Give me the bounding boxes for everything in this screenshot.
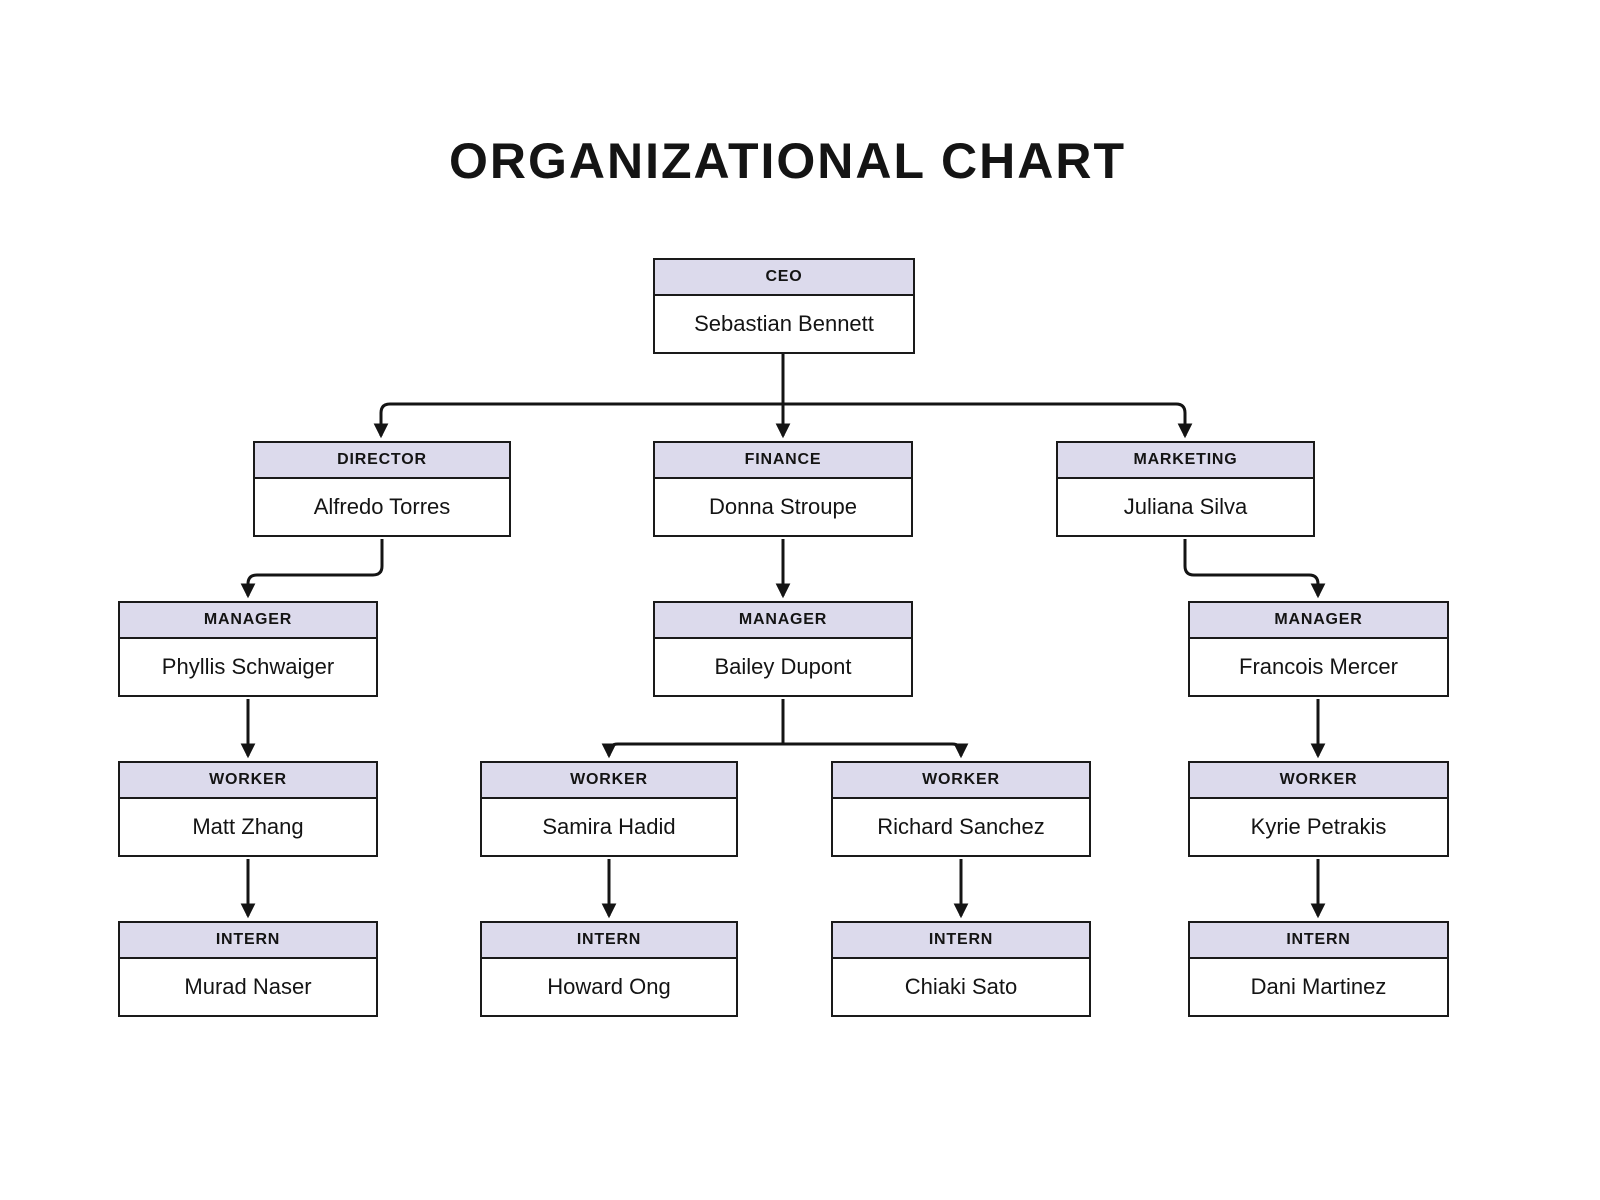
- node-role-header: MANAGER: [655, 603, 911, 639]
- node-person-name: Chiaki Sato: [904, 974, 1018, 999]
- org-node-worker-4: WORKER Kyrie Petrakis: [1188, 761, 1449, 857]
- node-role-header: WORKER: [833, 763, 1089, 799]
- org-node-manager-director-branch: MANAGER Phyllis Schwaiger: [118, 601, 378, 697]
- node-person-name: Sebastian Bennett: [694, 311, 874, 336]
- org-node-intern-2: INTERN Howard Ong: [480, 921, 738, 1017]
- node-person-name: Dani Martinez: [1250, 974, 1387, 999]
- node-role-header: DIRECTOR: [255, 443, 509, 479]
- org-node-worker-2: WORKER Samira Hadid: [480, 761, 738, 857]
- node-person-name: Donna Stroupe: [709, 494, 857, 519]
- org-node-manager-marketing-branch: MANAGER Francois Mercer: [1188, 601, 1449, 697]
- org-node-director: DIRECTOR Alfredo Torres: [253, 441, 511, 537]
- node-person-name: Richard Sanchez: [877, 814, 1045, 839]
- node-role-header: INTERN: [120, 923, 376, 959]
- org-node-intern-4: INTERN Dani Martinez: [1188, 921, 1449, 1017]
- node-role-header: WORKER: [482, 763, 736, 799]
- org-node-worker-3: WORKER Richard Sanchez: [831, 761, 1091, 857]
- node-role-header: INTERN: [482, 923, 736, 959]
- node-person-name: Matt Zhang: [192, 814, 304, 839]
- node-role-header: MANAGER: [120, 603, 376, 639]
- node-person-name: Murad Naser: [184, 974, 312, 999]
- node-person-name: Samira Hadid: [542, 814, 676, 839]
- chart-title: ORGANIZATIONAL CHART: [449, 133, 1126, 189]
- org-node-worker-1: WORKER Matt Zhang: [118, 761, 378, 857]
- org-node-intern-1: INTERN Murad Naser: [118, 921, 378, 1017]
- node-role-header: INTERN: [833, 923, 1089, 959]
- node-role-header: CEO: [655, 260, 913, 296]
- org-node-ceo: CEO Sebastian Bennett: [653, 258, 915, 354]
- node-person-name: Francois Mercer: [1239, 654, 1398, 679]
- node-role-header: WORKER: [120, 763, 376, 799]
- node-person-name: Alfredo Torres: [313, 494, 451, 519]
- org-node-manager-finance-branch: MANAGER Bailey Dupont: [653, 601, 913, 697]
- node-role-header: MANAGER: [1190, 603, 1447, 639]
- node-person-name: Howard Ong: [547, 974, 671, 999]
- node-person-name: Bailey Dupont: [714, 654, 852, 679]
- node-role-header: FINANCE: [655, 443, 911, 479]
- node-role-header: WORKER: [1190, 763, 1447, 799]
- org-node-intern-3: INTERN Chiaki Sato: [831, 921, 1091, 1017]
- org-node-marketing: MARKETING Juliana Silva: [1056, 441, 1315, 537]
- node-role-header: INTERN: [1190, 923, 1447, 959]
- node-person-name: Juliana Silva: [1123, 494, 1248, 519]
- node-person-name: Kyrie Petrakis: [1250, 814, 1387, 839]
- node-role-header: MARKETING: [1058, 443, 1313, 479]
- node-person-name: Phyllis Schwaiger: [161, 654, 335, 679]
- org-node-finance: FINANCE Donna Stroupe: [653, 441, 913, 537]
